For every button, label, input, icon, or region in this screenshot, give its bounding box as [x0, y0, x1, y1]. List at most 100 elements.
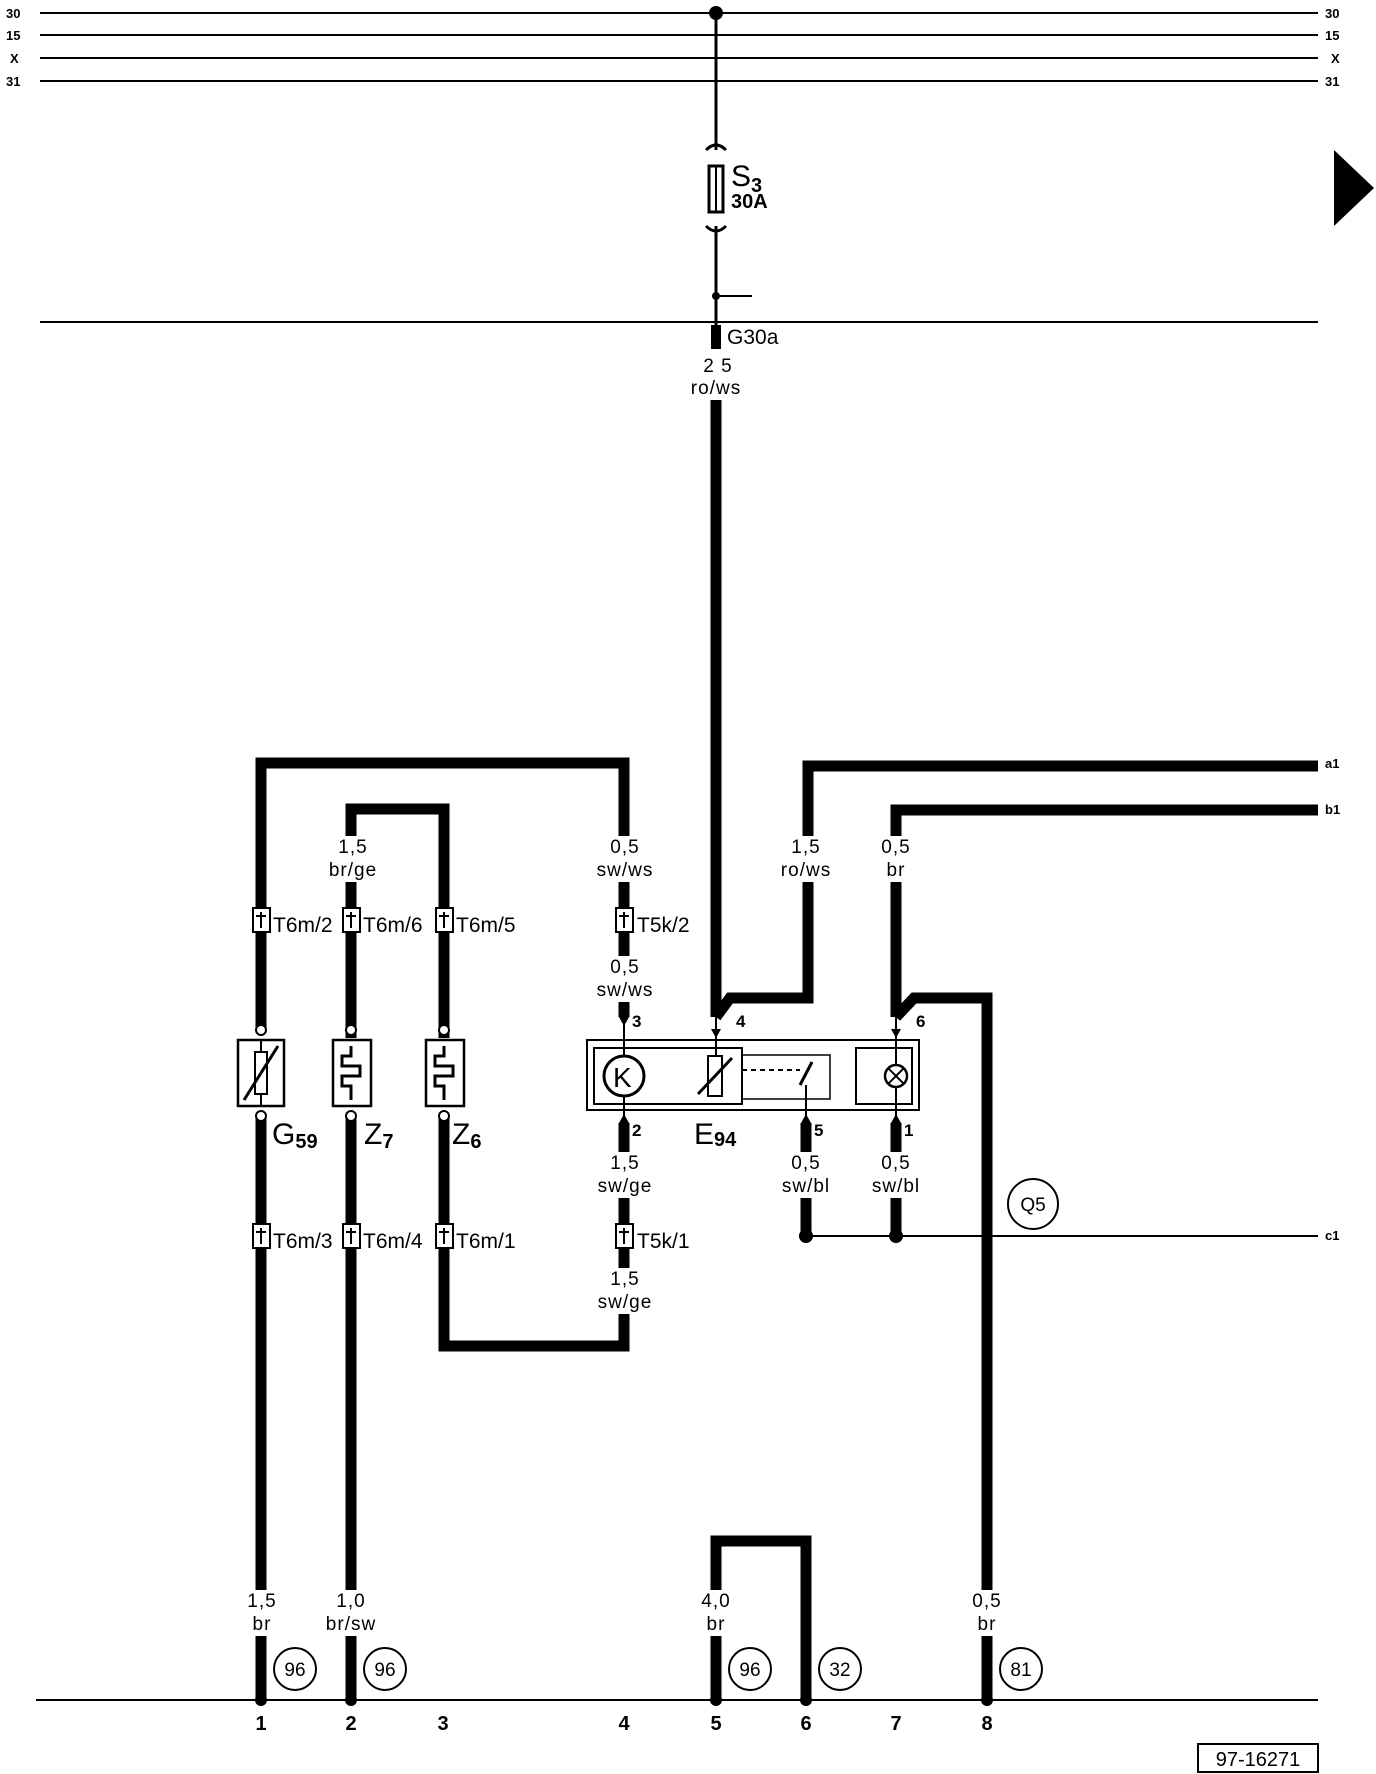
track-4: 4 [618, 1713, 630, 1735]
heater-element-icon [340, 1046, 362, 1100]
edge-label-b1: b1 [1325, 802, 1340, 817]
rail-label-right-x: X [1331, 51, 1340, 66]
svg-text:T6m/6: T6m/6 [363, 914, 423, 937]
b1-wire-color: br [887, 860, 906, 881]
diagram-code: 97-16271 [1197, 1743, 1319, 1773]
svg-text:T5k/1: T5k/1 [637, 1230, 690, 1253]
connector-t5k2: T5k/2 [615, 907, 690, 937]
a1-wire-size: 1,5 [791, 837, 820, 858]
e94-pin-3: 3 [632, 1012, 641, 1031]
wire-track8 [892, 992, 993, 1700]
track-5: 5 [710, 1713, 721, 1735]
b1-wire-size: 0,5 [881, 837, 910, 858]
edge-label-c1: c1 [1325, 1228, 1339, 1243]
connector-t6m1: T6m/1 [435, 1223, 516, 1253]
rail-label-right-15: 15 [1325, 28, 1339, 43]
e94-pin-5: 5 [814, 1121, 823, 1140]
g30a-connector: G30a 2 5 ro/ws [691, 296, 779, 399]
g30a-pins: 2 5 [703, 356, 732, 377]
track-3: 3 [437, 1713, 448, 1735]
svg-text:97-16271: 97-16271 [1216, 1749, 1301, 1771]
e94-pin1-color: sw/bl [872, 1176, 920, 1197]
z7-top-size: 1,5 [338, 837, 367, 858]
track8-size: 0,5 [972, 1591, 1001, 1612]
svg-text:K: K [613, 1062, 632, 1093]
svg-text:96: 96 [374, 1660, 395, 1681]
svg-text:Q5: Q5 [1020, 1195, 1045, 1216]
e94-pin2-color: sw/ge [598, 1176, 653, 1197]
z7-label: Z7 [364, 1118, 393, 1153]
t5k1-below-color: sw/ge [598, 1292, 653, 1313]
e94-pin-1: 1 [904, 1121, 913, 1140]
connector-t6m6: T6m/6 [342, 907, 423, 937]
svg-text:81: 81 [1010, 1660, 1031, 1681]
fuse-rating: 30A [731, 191, 768, 213]
fuse-branch: S3 30A [704, 6, 768, 300]
t5k2-below-color: sw/ws [597, 980, 654, 1001]
ref-track8: 81 [999, 1647, 1043, 1691]
track-numbers: 1 2 3 4 5 6 7 8 [255, 1713, 992, 1735]
e94-pin1-size: 0,5 [881, 1153, 910, 1174]
t5k2-below-size: 0,5 [610, 957, 639, 978]
wire-a1 [711, 760, 1318, 1021]
ground-refs: 96 96 96 32 81 [273, 1647, 1043, 1691]
track-1: 1 [255, 1713, 266, 1735]
rail-label-left-31: 31 [6, 74, 20, 89]
page-continue-arrow-icon [1334, 150, 1374, 226]
connectors: T6m/2 T6m/6 T6m/5 T5k/2 T6m/3 T6m/4 [252, 907, 690, 1253]
rail-label-right-30: 30 [1325, 6, 1339, 21]
wire-g59-t5k2 [255, 757, 630, 1028]
connector-t5k1: T5k/1 [615, 1223, 690, 1253]
ground-points [255, 1694, 993, 1706]
track1-size: 1,5 [247, 1591, 276, 1612]
rail-label-left-30: 30 [6, 6, 20, 21]
component-z7: Z7 [331, 1024, 393, 1153]
track1-color: br [253, 1614, 272, 1635]
svg-text:T6m/1: T6m/1 [456, 1230, 516, 1253]
svg-text:T6m/4: T6m/4 [363, 1230, 423, 1253]
wire-labels: 1,5 br/ge 0,5 sw/ws 0,5 sw/ws 1,5 ro/ws … [236, 836, 1014, 1636]
connector-t6m5: T6m/5 [435, 907, 516, 937]
e94-pin5-size: 0,5 [791, 1153, 820, 1174]
ref-track1: 96 [273, 1647, 317, 1691]
e94-pin2-size: 1,5 [610, 1153, 639, 1174]
component-z6: Z6 [424, 1024, 481, 1153]
e94-pin-2: 2 [632, 1121, 641, 1140]
wire-b1 [890, 804, 1318, 1017]
track-7: 7 [890, 1713, 901, 1735]
switch-contact-icon [798, 1061, 814, 1086]
component-e94: K 3 4 6 2 5 1 E94 [586, 1012, 925, 1151]
rail-label-right-31: 31 [1325, 74, 1339, 89]
rail-label-left-15: 15 [6, 28, 20, 43]
t5k2-above-size: 0,5 [610, 837, 639, 858]
track5-color: br [707, 1614, 726, 1635]
g30a-label: G30a [727, 326, 779, 349]
component-g59: G59 [236, 1024, 318, 1153]
e94-pin-4: 4 [736, 1012, 746, 1031]
z7-top-color: br/ge [329, 860, 377, 881]
svg-text:T6m/3: T6m/3 [273, 1230, 333, 1253]
edge-label-a1: a1 [1325, 756, 1339, 771]
e94-pin-6: 6 [916, 1012, 925, 1031]
track5-size: 4,0 [701, 1591, 730, 1612]
power-rails: 30 15 X 31 30 15 X 31 [6, 6, 1340, 89]
track8-color: br [978, 1614, 997, 1635]
a1-wire-color: ro/ws [781, 860, 831, 881]
svg-text:96: 96 [739, 1660, 760, 1681]
svg-text:96: 96 [284, 1660, 305, 1681]
connector-t6m3: T6m/3 [252, 1223, 333, 1253]
ref-track6: 32 [818, 1647, 862, 1691]
fuse-label: S3 [731, 160, 762, 197]
g59-label: G59 [272, 1118, 318, 1153]
svg-text:T6m/5: T6m/5 [456, 914, 516, 937]
heater-element-icon [433, 1046, 455, 1100]
t5k1-below-size: 1,5 [610, 1269, 639, 1290]
track-2: 2 [345, 1713, 356, 1735]
connector-t6m4: T6m/4 [342, 1223, 423, 1253]
ref-track2: 96 [363, 1647, 407, 1691]
e94-pin5-color: sw/bl [782, 1176, 830, 1197]
t5k2-above-color: sw/ws [597, 860, 654, 881]
ref-q5: Q5 [1007, 1178, 1059, 1230]
svg-text:T6m/2: T6m/2 [273, 914, 333, 937]
track2-size: 1,0 [336, 1591, 365, 1612]
